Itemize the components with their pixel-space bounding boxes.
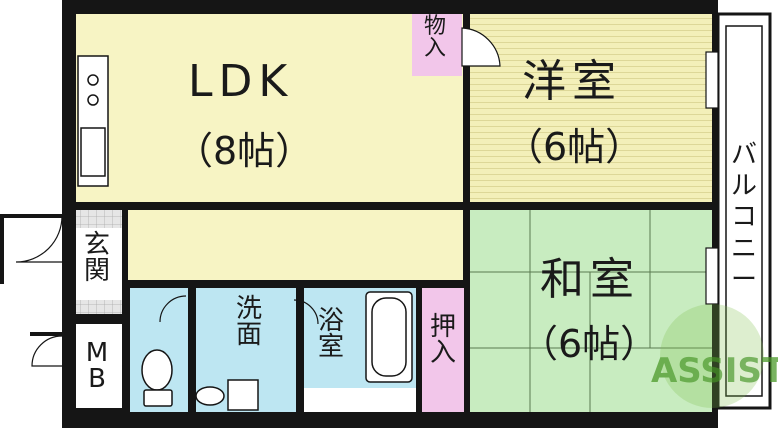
bathtub <box>365 291 413 383</box>
bathroom-label: 浴室 <box>317 306 344 362</box>
washroom-label: 洗面 <box>235 294 262 350</box>
ldk-name: LDK <box>188 56 294 107</box>
balcony-label: バルコニー <box>730 140 757 295</box>
storage-closet <box>412 14 462 76</box>
wash-basin <box>195 379 259 411</box>
western-room <box>470 14 712 202</box>
meter-box-label: MB <box>85 338 109 394</box>
storage-label: 物入 <box>423 14 446 61</box>
toilet-fixture <box>141 349 173 407</box>
closet <box>422 288 464 412</box>
hallway <box>128 210 463 280</box>
ldk-room <box>76 14 463 202</box>
japanese-room <box>470 210 712 412</box>
entrance-label: 玄関 <box>83 230 110 286</box>
ldk-size: （8帖） <box>175 129 314 173</box>
kitchen-counter <box>77 55 109 187</box>
western-size: （6帖） <box>505 125 644 169</box>
meter-box <box>76 324 122 408</box>
japanese-size: （6帖） <box>520 322 659 366</box>
closet-label: 押入 <box>429 312 456 368</box>
western-name: 洋室 <box>522 56 622 107</box>
assist-watermark: ASSIST <box>651 304 778 408</box>
japanese-name: 和室 <box>540 254 640 305</box>
svg-text:ASSIST: ASSIST <box>651 351 778 391</box>
